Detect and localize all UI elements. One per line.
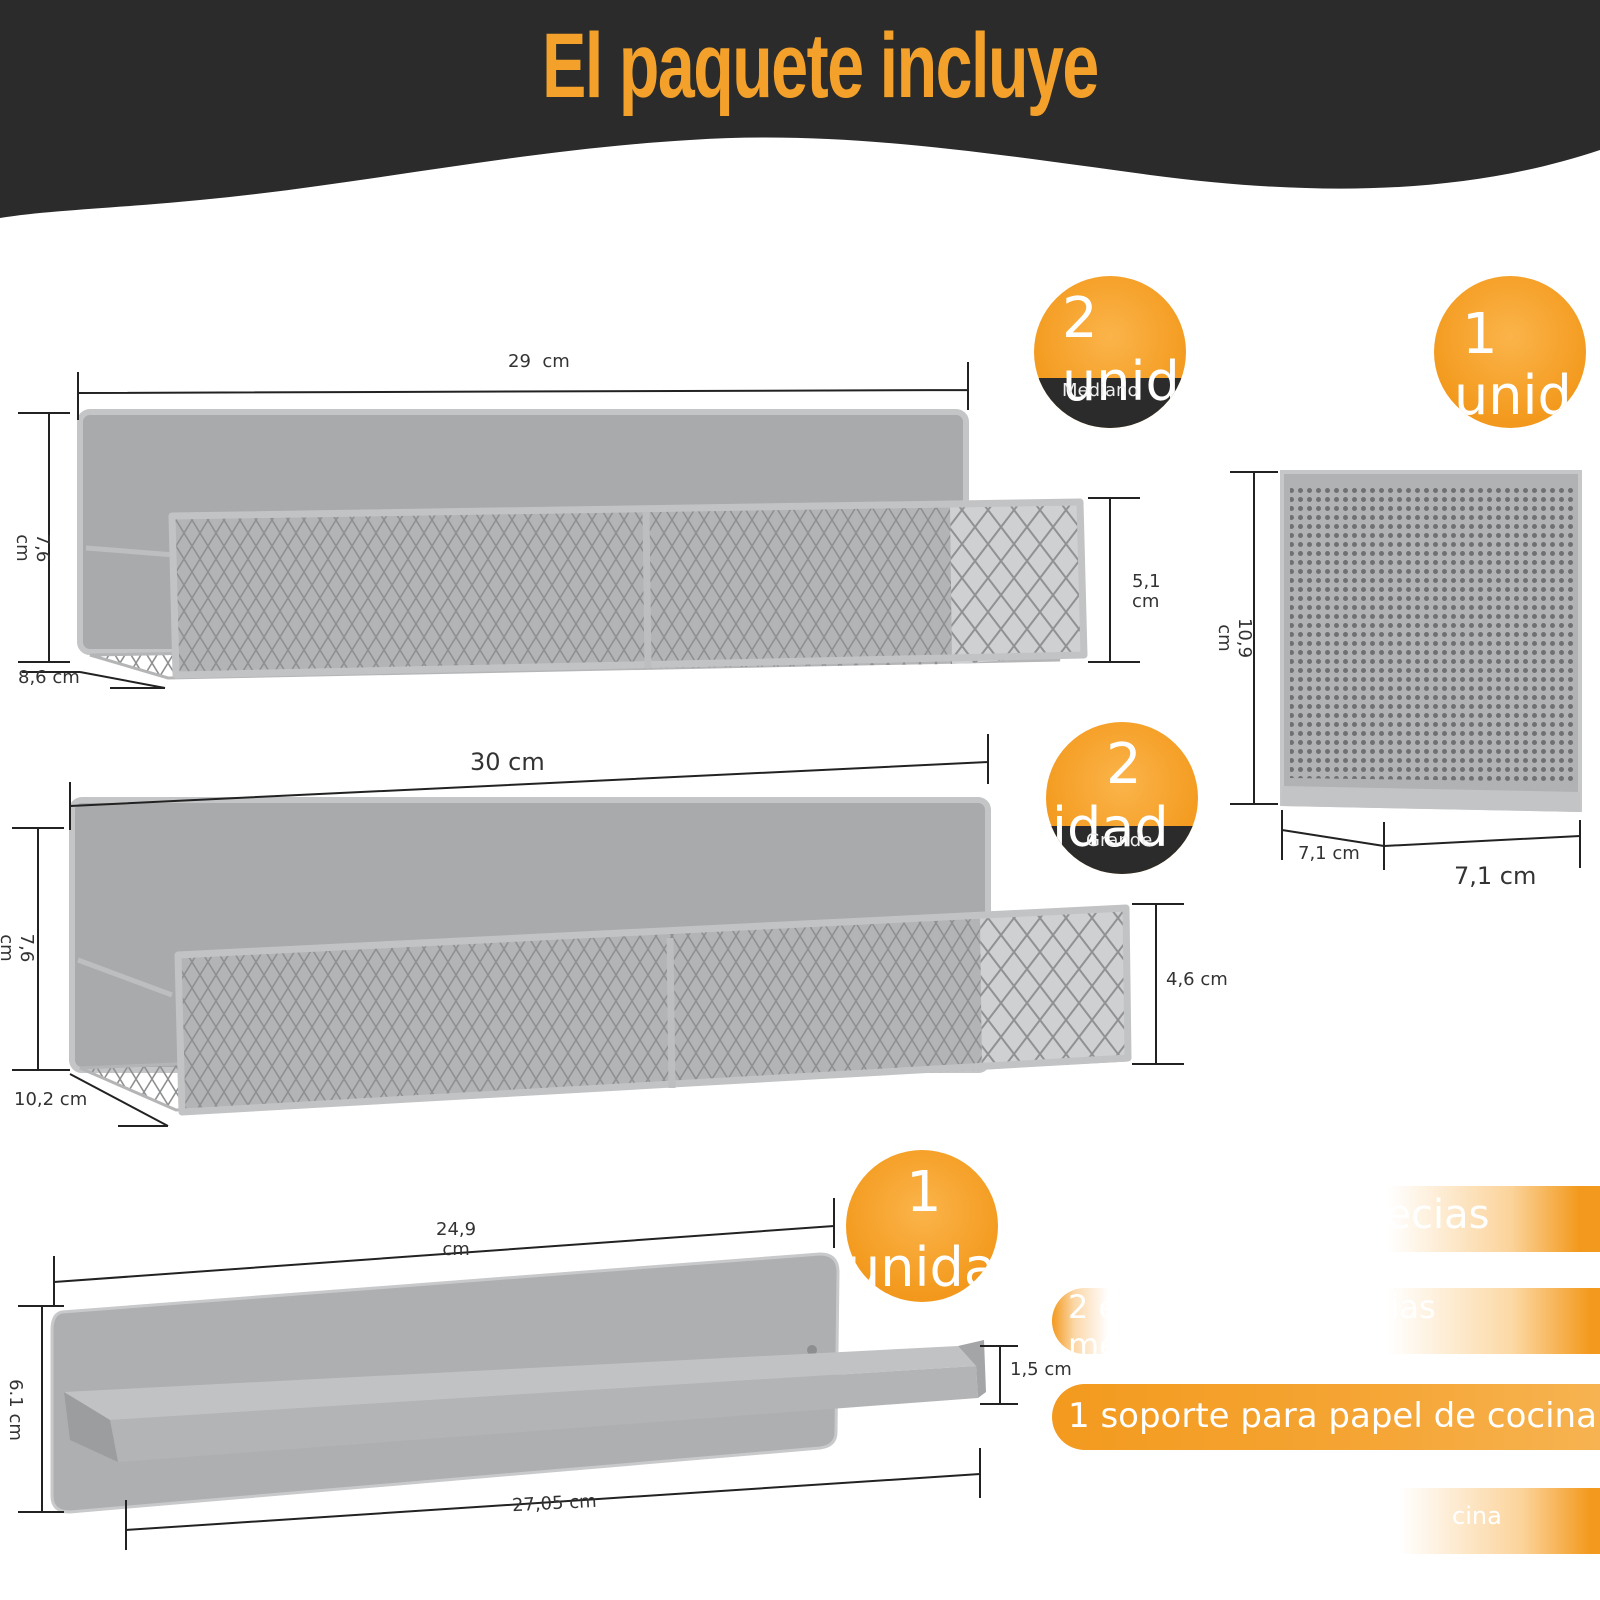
legend-text-medium-shelves: 2 estantes de especias medianos [1068,1288,1436,1354]
holder-unit: unid [1454,364,1572,427]
large-spice-shelf [12,734,1184,1127]
large-front-height-label: 4,6 cm [1166,969,1228,990]
large-width-label: 30 cm [470,748,545,776]
medium-front-height-label: 5,1 cm [1132,571,1161,612]
medium-size-tag: Mediano [1062,380,1139,401]
large-unit: idad [1052,796,1169,859]
header-band [0,0,1600,218]
page-title: El paquete incluye [542,15,1099,117]
holder-quantity: 1 [1462,302,1498,367]
large-quantity: 2 [1106,732,1142,797]
legend-text-paper-holder: 1 soporte para papel de cocina [1068,1396,1597,1436]
medium-depth-label: 8,6 cm [18,667,80,688]
holder-quantity-badge: 1 unid [1434,276,1586,428]
medium-spice-shelf [18,362,1140,689]
paper-quantity: 1 [906,1160,942,1225]
paper-unit: unidad [846,1236,998,1299]
medium-unit: unid [1062,350,1180,413]
legend-item-paper-holder: 1 soporte para papel de cocina [1052,1384,1600,1450]
holder-width-label: 7,1 cm [1454,862,1537,890]
paper-top-width-label: 24,9 cm [436,1219,477,1260]
medium-quantity: 2 [1062,286,1098,351]
legend-item-medium-shelves: 2 estantes de especias medianos [1052,1288,1600,1354]
large-quantity-badge: 2 idad Grande [1046,722,1198,874]
paper-towel-holder [18,1198,1018,1550]
large-depth-label: 10,2 cm [14,1089,88,1110]
holder-height-label: 10,9 cm [1214,617,1255,659]
large-size-tag: Grande [1086,830,1153,851]
utensil-holder [1230,470,1582,870]
paper-quantity-badge: 1 unidad [846,1150,998,1302]
paper-bar-height-label: 1,5 cm [1010,1359,1072,1380]
holder-depth-label: 7,1 cm [1298,843,1360,864]
paper-height-label: 6.1 cm [4,1379,26,1441]
medium-quantity-badge: 2 unid Mediano [1034,276,1186,428]
medium-width-label: 29 cm [508,351,570,372]
legend-item-extra: cina [1052,1488,1600,1554]
legend-text-extra: cina [1452,1502,1502,1530]
legend-item-large-shelves: estantes de especias [1052,1186,1600,1252]
legend-text-large-shelves: estantes de especias [1068,1192,1490,1238]
